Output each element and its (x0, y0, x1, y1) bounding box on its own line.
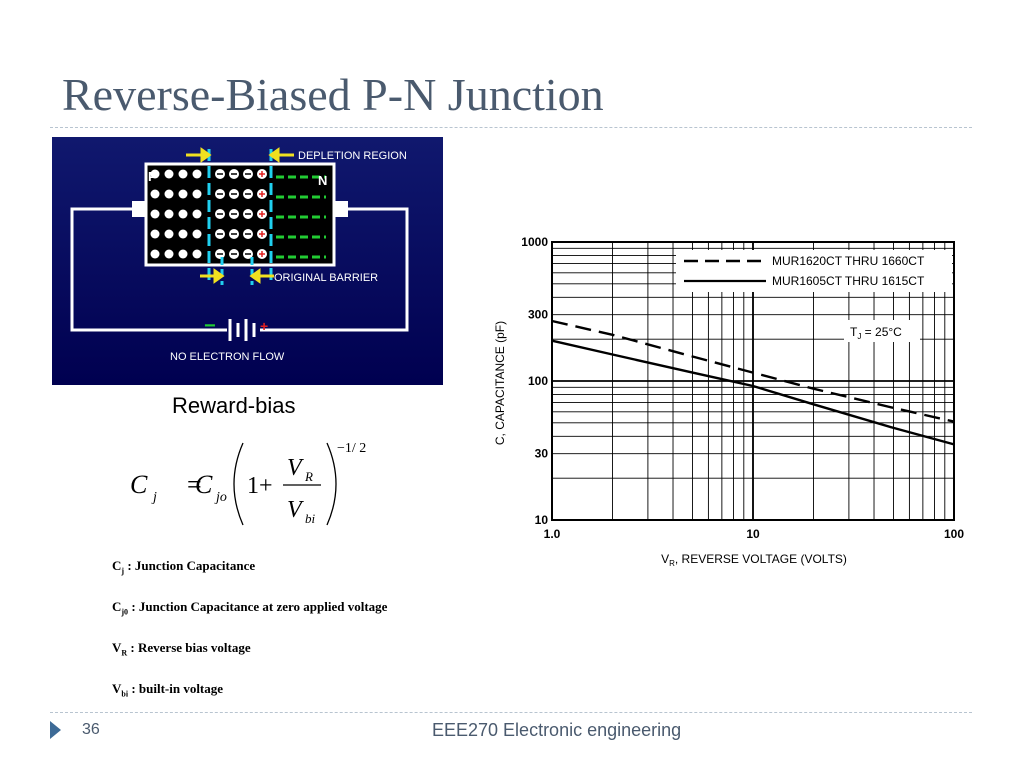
hole-carrier (164, 169, 174, 179)
diagram-caption: Reward-bias (172, 393, 296, 418)
left-terminal (132, 201, 146, 217)
hole-carrier (150, 169, 160, 179)
legend-label-solid: MUR1605CT THRU 1615CT (772, 274, 925, 288)
hole-carrier (178, 169, 188, 179)
capacitance-formula: C j = C jo 1+ V R V bi −1/ 2 (130, 441, 366, 526)
definition-row: Cj0 : Junction Capacitance at zero appli… (112, 599, 388, 617)
formula-numerator-subscript: R (304, 469, 313, 484)
y-tick-label: 300 (528, 308, 548, 322)
temperature-annotation: TJ = 25°C (850, 325, 902, 341)
hole-carrier (150, 249, 160, 259)
legend-label-dashed: MUR1620CT THRU 1660CT (772, 254, 925, 268)
semiconductor-block (144, 162, 336, 267)
hole-carrier (192, 169, 202, 179)
n-region-label: N (318, 173, 327, 188)
hole-carrier (178, 229, 188, 239)
hole-carrier (178, 189, 188, 199)
hole-carrier (192, 229, 202, 239)
temperature-box (844, 320, 920, 342)
y-axis-label: C, CAPACITANCE (pF) (493, 321, 507, 445)
x-tick-label: 100 (944, 527, 964, 541)
chart-series (551, 319, 955, 446)
x-axis-label: VR, REVERSE VOLTAGE (VOLTS) (661, 552, 847, 568)
hole-carrier (178, 209, 188, 219)
depletion-region-label: DEPLETION REGION (298, 150, 407, 162)
hole-carrier (150, 229, 160, 239)
hole-carrier (150, 189, 160, 199)
battery-plus-sign: + (260, 318, 268, 334)
formula-lhs-subscript: j (151, 490, 157, 505)
hole-carrier (164, 209, 174, 219)
series-line (551, 319, 955, 423)
chart-legend (676, 250, 952, 292)
formula-equals: = (187, 470, 202, 499)
hole-carrier (164, 229, 174, 239)
right-parenthesis (326, 442, 337, 526)
right-terminal (334, 201, 348, 217)
left-parenthesis (233, 442, 244, 526)
hole-carrier (192, 189, 202, 199)
footer-divider (50, 712, 972, 713)
marker-arrows (186, 147, 294, 284)
formula-one-plus: 1+ (247, 473, 273, 499)
hole-carrier (164, 249, 174, 259)
original-barrier-label: ORIGINAL BARRIER (274, 272, 378, 284)
p-region-label: P (148, 169, 157, 184)
battery-minus-sign: − (204, 315, 216, 337)
definition-row: VR : Reverse bias voltage (112, 640, 251, 658)
formula-rhs: C (195, 470, 213, 499)
y-tick-label: 30 (535, 447, 549, 461)
battery-icon (228, 319, 256, 341)
formula-denominator-subscript: bi (305, 511, 316, 526)
hole-carrier (178, 249, 188, 259)
pn-junction-diagram: P N DEPLETION REGION ORIGINAL BARRIER − … (52, 137, 443, 385)
y-tick-label: 100 (528, 374, 548, 388)
formula-denominator: V (287, 497, 304, 523)
x-tick-label: 10 (746, 527, 760, 541)
title-divider (50, 127, 972, 128)
circuit-wire (70, 207, 409, 332)
footer-course-title: EEE270 Electronic engineering (432, 720, 682, 740)
y-tick-label: 10 (535, 513, 549, 527)
hole-carrier (164, 189, 174, 199)
page-number: 36 (82, 721, 100, 738)
definition-row: Cj : Junction Capacitance (112, 558, 256, 576)
definition-row: Vbi : built-in voltage (112, 681, 224, 699)
charge-carriers (150, 169, 326, 259)
series-line (551, 339, 955, 446)
x-tick-label: 1.0 (544, 527, 561, 541)
footer-triangle-icon (50, 721, 61, 739)
hole-carrier (192, 249, 202, 259)
electron-flow-label: NO ELECTRON FLOW (170, 351, 285, 363)
slide-title: Reverse-Biased P-N Junction (62, 69, 604, 120)
hole-carrier (192, 209, 202, 219)
formula-numerator: V (287, 455, 304, 481)
formula-rhs-subscript: jo (214, 490, 227, 505)
y-tick-label: 1000 (521, 235, 548, 249)
formula-lhs: C (130, 470, 148, 499)
formula-exponent: −1/ 2 (337, 441, 366, 456)
hole-carrier (150, 209, 160, 219)
